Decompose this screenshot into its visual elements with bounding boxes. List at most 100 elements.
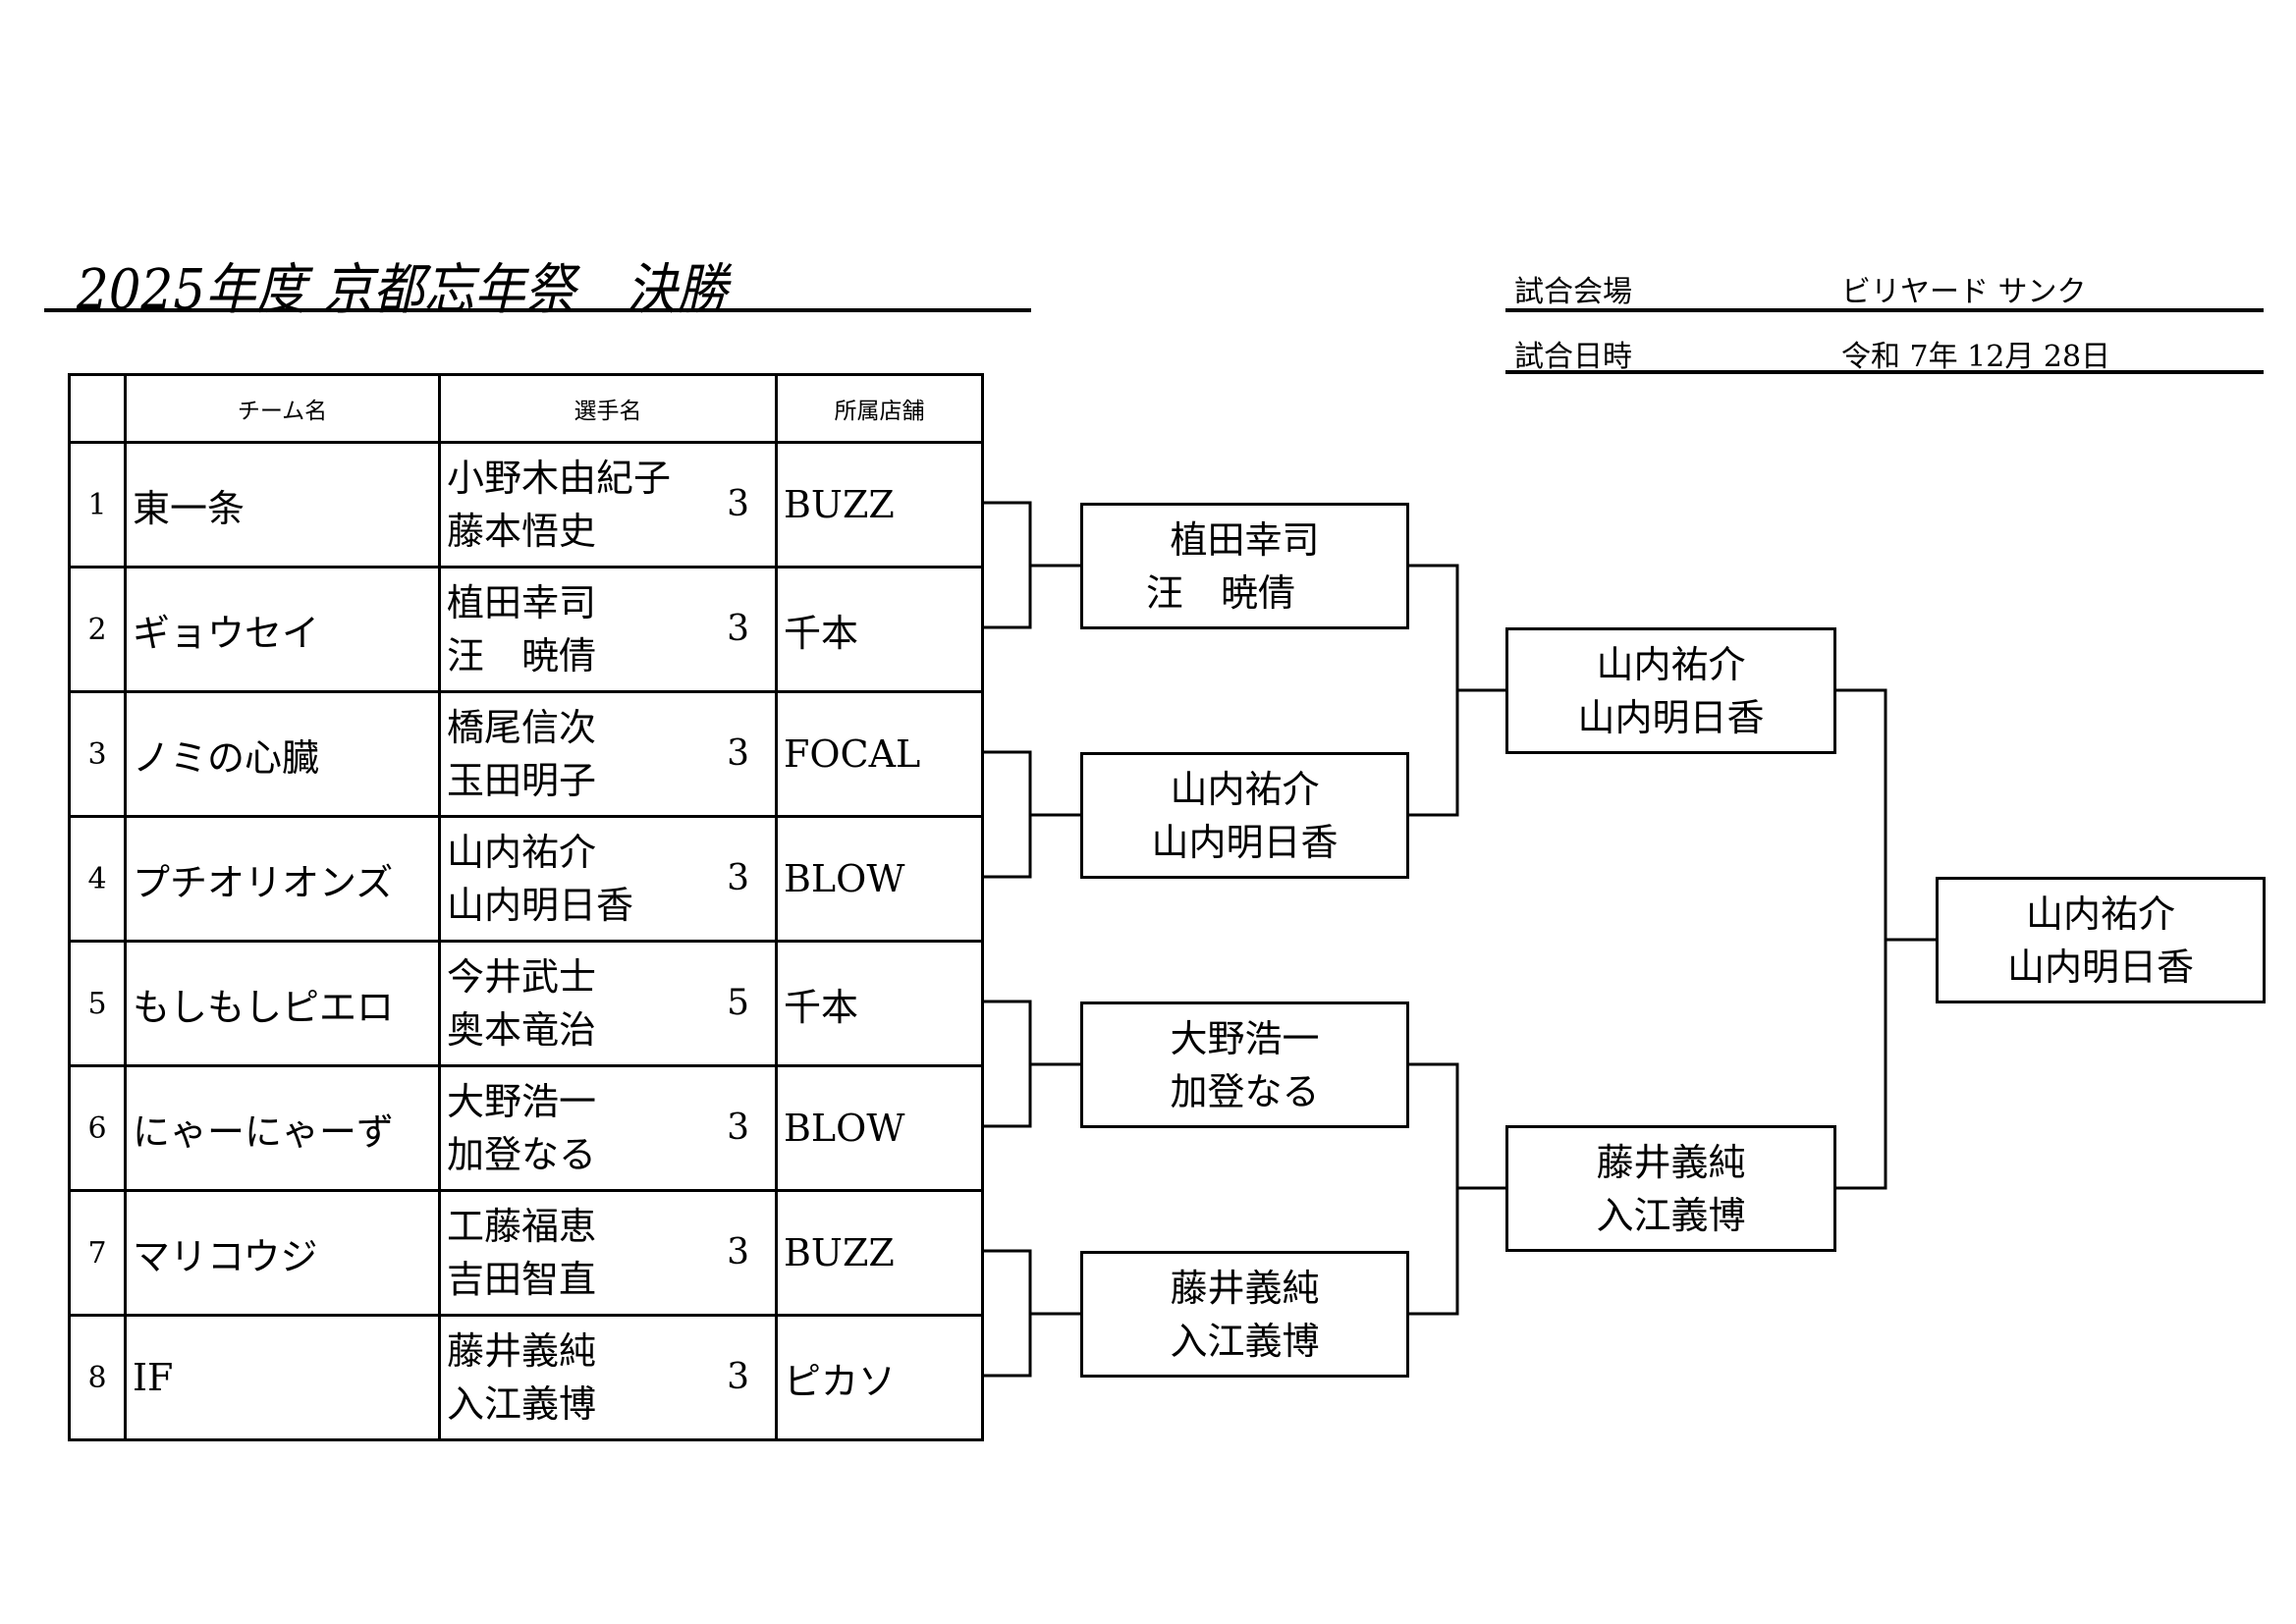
round2-player-1: 山内祐介 (1596, 642, 1746, 686)
score: 3 (727, 484, 749, 524)
venue-value: ビリヤード サンク (1841, 275, 2087, 309)
round1-box-3: 大野浩一 加登なる (1080, 1001, 1409, 1128)
players-cell: 橋尾信次玉田明子 3 (438, 690, 778, 818)
players-cell: 小野木由紀子藤本悟史 3 (438, 441, 778, 568)
store-name: FOCAL (775, 690, 984, 818)
connector-final (1835, 688, 1936, 1190)
seed-number: 1 (68, 441, 127, 568)
player-2: 藤本悟史 (447, 510, 597, 553)
round2-box-1: 山内祐介 山内明日香 (1505, 627, 1836, 754)
title-underline (44, 308, 1031, 312)
store-name: BUZZ (775, 441, 984, 568)
round1-player-2: 加登なる (1170, 1069, 1320, 1113)
seed-number: 3 (68, 690, 127, 818)
store-name: BLOW (775, 815, 984, 943)
round1-box-2: 山内祐介 山内明日香 (1080, 752, 1409, 879)
player-2: 入江義博 (447, 1382, 597, 1426)
round1-box-1: 植田幸司 汪 暁倩 (1080, 503, 1409, 629)
players-cell: 山内祐介山内明日香 3 (438, 815, 778, 943)
venue-underline (1505, 308, 2264, 312)
player-2: 吉田智直 (447, 1258, 597, 1301)
player-2: 汪 暁倩 (447, 634, 597, 677)
player-1: 植田幸司 (447, 581, 597, 624)
score: 3 (727, 733, 749, 774)
store-name: 千本 (775, 940, 984, 1067)
round1-player-2: 入江義博 (1170, 1319, 1320, 1363)
team-name: ノミの心臓 (124, 690, 441, 818)
round1-player-1: 藤井義純 (1170, 1266, 1320, 1310)
round2-player-1: 藤井義純 (1596, 1140, 1746, 1184)
player-1: 今井武士 (447, 955, 597, 999)
connector-r2-b (1408, 1062, 1505, 1316)
score: 3 (727, 858, 749, 898)
player-1: 大野浩一 (447, 1080, 597, 1123)
round1-box-4: 藤井義純 入江義博 (1080, 1251, 1409, 1378)
seed-number: 5 (68, 940, 127, 1067)
player-2: 山内明日香 (447, 884, 634, 927)
seed-number: 7 (68, 1189, 127, 1317)
champion-player-2: 山内明日香 (2006, 945, 2194, 989)
round2-player-2: 山内明日香 (1577, 695, 1765, 739)
score: 5 (727, 983, 749, 1023)
player-1: 小野木由紀子 (447, 457, 672, 500)
player-1: 橋尾信次 (447, 706, 597, 749)
seed-number: 2 (68, 566, 127, 693)
store-name: BUZZ (775, 1189, 984, 1317)
header-store: 所属店舗 (775, 373, 984, 444)
round2-player-2: 入江義博 (1596, 1193, 1746, 1237)
venue-label: 試合会場 (1514, 275, 1632, 309)
header-team: チーム名 (124, 373, 441, 444)
seed-number: 8 (68, 1314, 127, 1441)
store-name: ピカソ (775, 1314, 984, 1441)
player-2: 奥本竜治 (447, 1008, 597, 1052)
seed-number: 6 (68, 1064, 127, 1192)
team-name: もしもしピエロ (124, 940, 441, 1067)
round1-player-1: 植田幸司 (1170, 517, 1320, 562)
team-name: 東一条 (124, 441, 441, 568)
team-name: にゃーにゃーず (124, 1064, 441, 1192)
team-name: IF (124, 1314, 441, 1441)
seed-number: 4 (68, 815, 127, 943)
round2-box-2: 藤井義純 入江義博 (1505, 1125, 1836, 1252)
date-label: 試合日時 (1514, 340, 1632, 374)
score: 3 (727, 1108, 749, 1148)
connector-r1-a (981, 501, 1080, 629)
player-1: 藤井義純 (447, 1329, 597, 1373)
store-name: BLOW (775, 1064, 984, 1192)
round1-player-1: 大野浩一 (1170, 1016, 1320, 1060)
team-name: ギョウセイ (124, 566, 441, 693)
champion-player-1: 山内祐介 (2025, 892, 2175, 936)
players-cell: 大野浩一加登なる 3 (438, 1064, 778, 1192)
round1-player-1: 山内祐介 (1170, 767, 1320, 811)
team-name: プチオリオンズ (124, 815, 441, 943)
header-num (68, 373, 127, 444)
store-name: 千本 (775, 566, 984, 693)
date-value: 令和 7年 12月 28日 (1841, 340, 2111, 374)
player-1: 山内祐介 (447, 831, 597, 874)
connector-r1-c (981, 1000, 1080, 1128)
players-cell: 今井武士奥本竜治 5 (438, 940, 778, 1067)
connector-r2-a (1408, 564, 1505, 817)
team-name: マリコウジ (124, 1189, 441, 1317)
score: 3 (727, 1232, 749, 1272)
champion-box: 山内祐介 山内明日香 (1936, 877, 2266, 1003)
player-2: 玉田明子 (447, 759, 597, 802)
connector-r1-b (981, 750, 1080, 879)
table-header-row: チーム名 選手名 所属店舗 (68, 373, 984, 444)
connector-r1-d (981, 1249, 1080, 1378)
round1-player-2: 山内明日香 (1151, 820, 1339, 864)
player-2: 加登なる (447, 1133, 597, 1176)
